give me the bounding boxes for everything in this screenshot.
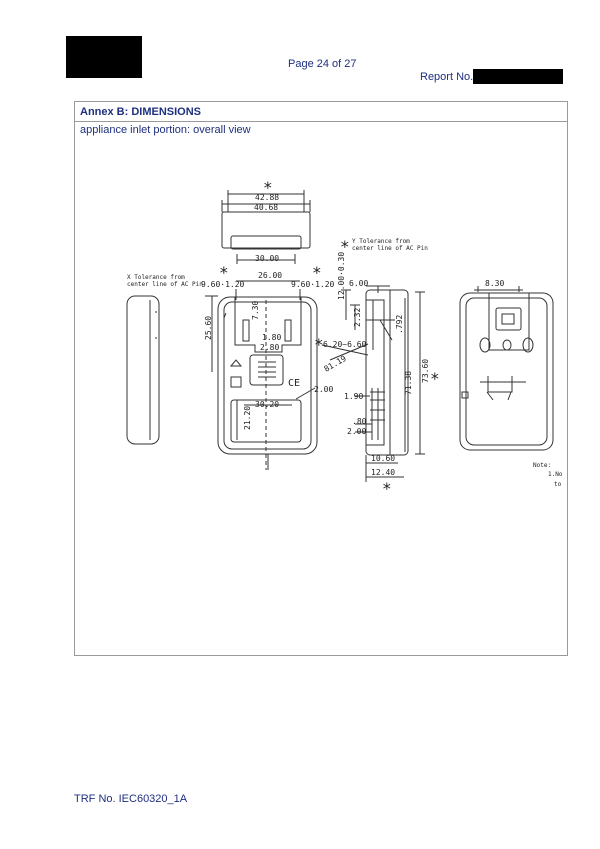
dim-12-00: 12.00·0.30 bbox=[337, 252, 346, 300]
dim-26-00: 26.00 bbox=[258, 271, 282, 280]
dim-25-60: 25.60 bbox=[204, 316, 213, 340]
dim-71-38: 71.38 bbox=[404, 371, 413, 395]
star-bottom: * bbox=[382, 479, 392, 498]
ce-mark: CE bbox=[288, 378, 300, 389]
report-number-redacted bbox=[473, 69, 563, 84]
note-line-1: 1.No bbox=[548, 471, 563, 478]
dim-0-792: .792 bbox=[395, 315, 404, 334]
dim-2-32: 2.32 bbox=[353, 308, 362, 327]
x-tolerance-note-1: X Tolerance from bbox=[127, 274, 185, 281]
star-620: * bbox=[314, 335, 324, 354]
dim-9-60-left: 9.60·1.20 bbox=[201, 280, 245, 289]
left-side-view bbox=[126, 295, 160, 445]
rear-view bbox=[459, 292, 554, 451]
dim-1-80: 1.80 bbox=[262, 333, 281, 342]
dim-6-20: 6.20~6.60 bbox=[323, 340, 367, 349]
note-line-2: to bbox=[554, 481, 562, 488]
dim-9-60-right: 9.60·1.20 bbox=[291, 280, 335, 289]
dim-10-60: 10.60 bbox=[371, 454, 395, 463]
company-logo bbox=[66, 36, 142, 78]
dim-8-30: 8.30 bbox=[485, 279, 504, 288]
dim-30-00: 30.00 bbox=[255, 254, 279, 263]
page-number: Page 24 of 27 bbox=[288, 58, 357, 70]
dim-42-88: 42.88 bbox=[255, 193, 279, 202]
star-top: * bbox=[263, 178, 273, 197]
annex-panel: Annex B: DIMENSIONS appliance inlet port… bbox=[74, 101, 568, 656]
report-number-label: Report No. bbox=[420, 71, 474, 83]
trf-number: TRF No. IEC60320_1A bbox=[74, 793, 188, 805]
x-tolerance-note-2: center line of AC Pin bbox=[127, 281, 203, 288]
dim-73-60: 73.60 bbox=[421, 359, 430, 383]
dim-30-20: 30.20 bbox=[255, 400, 279, 409]
annex-subtitle: appliance inlet portion: overall view bbox=[80, 124, 251, 136]
note-label: Note: bbox=[533, 462, 551, 469]
front-view bbox=[217, 296, 318, 455]
y-tolerance-note-2: center line of AC Pin bbox=[352, 245, 428, 252]
star-7360: * bbox=[430, 369, 440, 388]
dim-2-80: 2.80 bbox=[260, 343, 279, 352]
dim-40-68: 40.68 bbox=[254, 203, 278, 212]
star-y-tol: * bbox=[340, 237, 350, 256]
dim-7-30: 7.30 bbox=[251, 301, 260, 320]
dim-1-90: 1.90 bbox=[344, 392, 363, 401]
y-tolerance-note-1: Y Tolerance from bbox=[352, 238, 410, 245]
dim-2-00-side: 2.00 bbox=[347, 427, 366, 436]
star-right: * bbox=[312, 263, 322, 282]
dim-2-00-front: 2.00 bbox=[314, 385, 333, 394]
star-left: * bbox=[219, 263, 229, 282]
dim-12-40: 12.40 bbox=[371, 468, 395, 477]
dim-0-80: .80 bbox=[352, 417, 367, 426]
dim-21-20: 21.20 bbox=[243, 406, 252, 430]
annex-title: Annex B: DIMENSIONS bbox=[75, 102, 567, 122]
top-view bbox=[221, 211, 311, 249]
dim-81-19: 81.19 bbox=[323, 354, 349, 374]
dim-6-00: 6.00 bbox=[349, 279, 368, 288]
